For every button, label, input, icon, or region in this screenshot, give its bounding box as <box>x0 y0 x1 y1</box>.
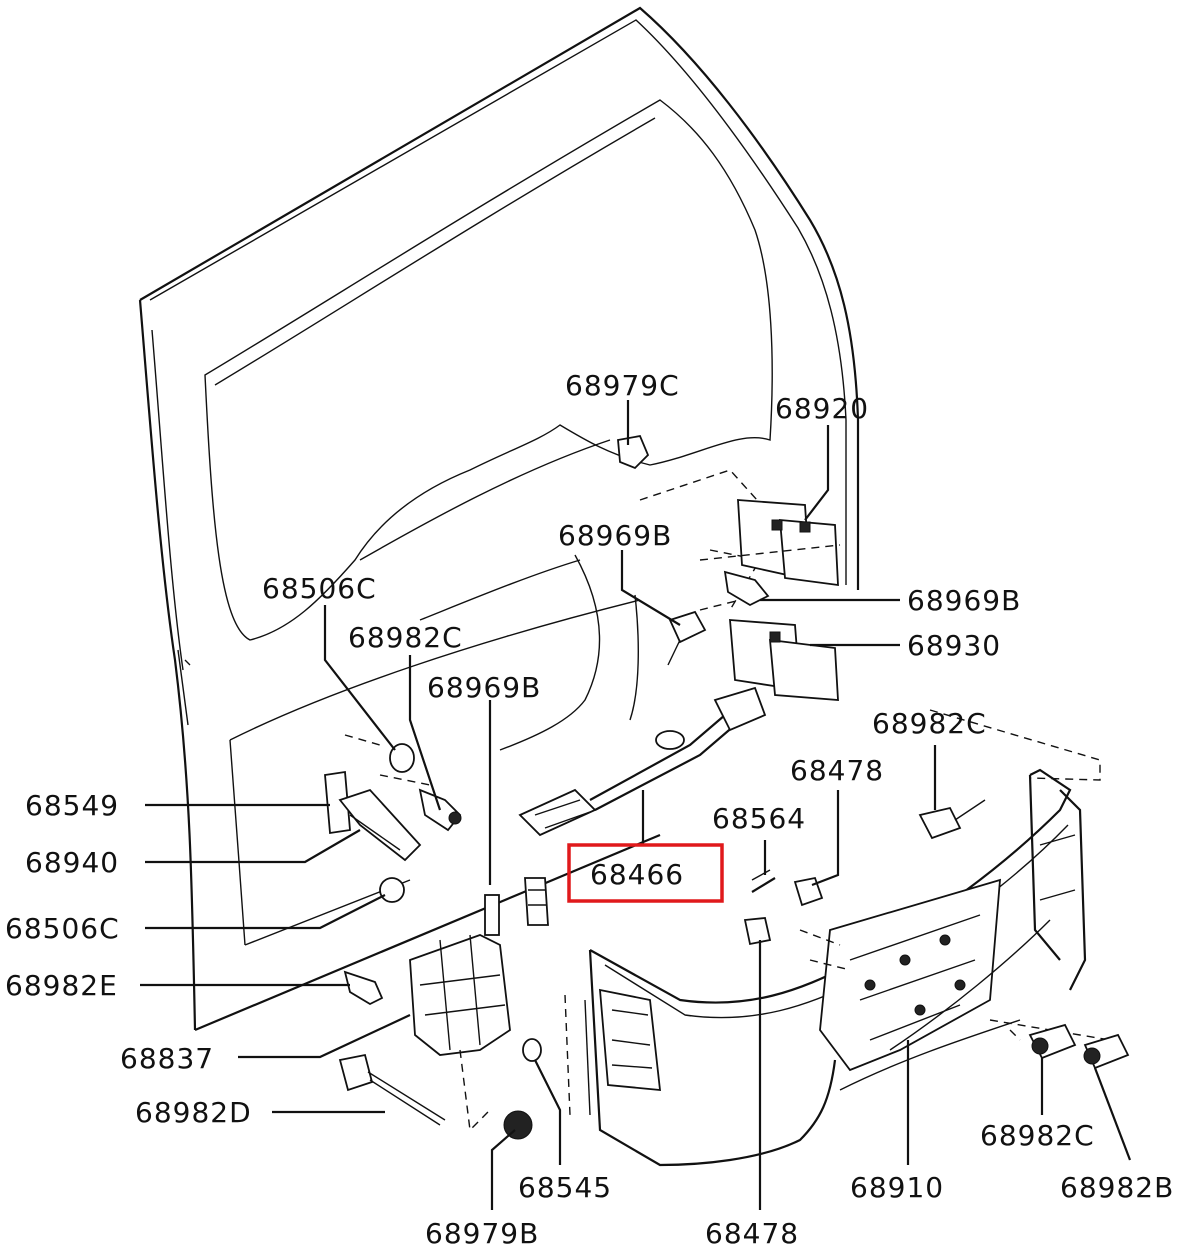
part-labels: 68979C 68920 68969B 68969B 68930 68506C … <box>5 369 1174 1250</box>
body-panel <box>564 709 1130 1167</box>
door-panel <box>138 6 860 1032</box>
hinge-hardware <box>617 434 841 701</box>
label-68982C-right: 68982C <box>872 707 987 740</box>
label-68982B: 68982B <box>1060 1171 1174 1204</box>
label-68466: 68466 <box>590 858 684 891</box>
label-68478-top: 68478 <box>790 754 884 787</box>
label-68506C-bottom: 68506C <box>5 912 120 945</box>
label-68982D: 68982D <box>135 1096 252 1129</box>
label-68478-bottom: 68478 <box>705 1217 799 1250</box>
label-68920: 68920 <box>775 392 869 425</box>
label-68940: 68940 <box>25 846 119 879</box>
latch-hardware <box>324 734 549 1140</box>
label-68549: 68549 <box>25 789 119 822</box>
label-68837: 68837 <box>120 1042 214 1075</box>
label-68979C: 68979C <box>565 369 680 402</box>
label-68969B-mid: 68969B <box>427 671 541 704</box>
label-68982C-bottom: 68982C <box>980 1119 1095 1152</box>
label-68930: 68930 <box>907 629 1001 662</box>
label-68979B: 68979B <box>425 1217 539 1250</box>
leader-lines <box>140 400 1132 1210</box>
label-68910: 68910 <box>850 1171 944 1204</box>
cable-assembly <box>518 686 767 837</box>
label-68506C-top: 68506C <box>262 572 377 605</box>
label-68982E: 68982E <box>5 969 118 1002</box>
label-68969B-top: 68969B <box>558 519 672 552</box>
highlight-box <box>567 843 724 903</box>
label-68969B-right: 68969B <box>907 584 1021 617</box>
label-68545: 68545 <box>518 1171 612 1204</box>
label-68982C-left: 68982C <box>348 621 463 654</box>
label-68564: 68564 <box>712 802 806 835</box>
